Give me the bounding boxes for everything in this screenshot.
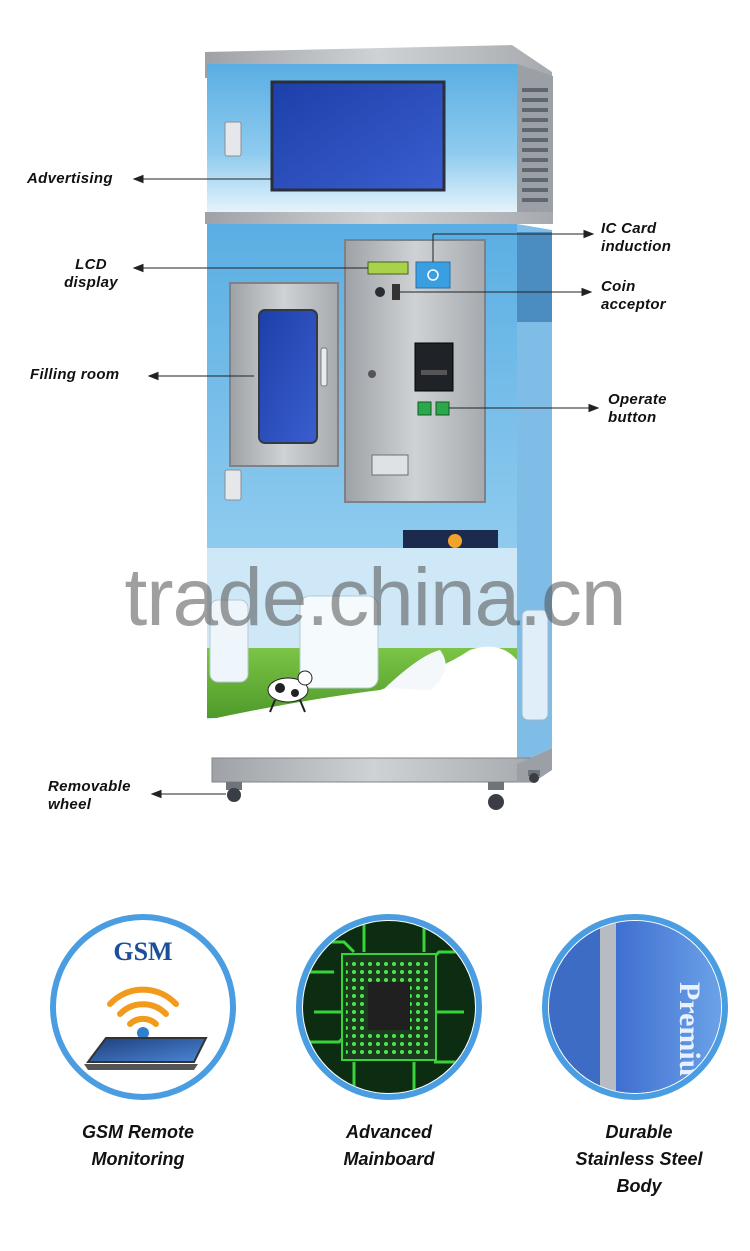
callout-lcd-display: LCD display	[59, 256, 123, 292]
callout-removable-wheel: Removable wheel	[48, 778, 131, 814]
feature-label-steel: Durable Stainless Steel Body	[529, 1119, 749, 1200]
coin-return	[371, 454, 409, 476]
svg-text:Premiu: Premiu	[673, 982, 706, 1076]
advertising-screen	[270, 80, 446, 192]
door-handle	[320, 347, 328, 387]
steel-panel-icon: Premiu	[542, 914, 728, 1100]
side-photo	[517, 232, 552, 322]
operate-button-right	[435, 401, 450, 416]
callout-operate-line2: button	[608, 409, 657, 426]
feature-gsm-line2: Monitoring	[91, 1149, 185, 1169]
side-vents	[522, 88, 548, 202]
wheel-left	[226, 782, 242, 802]
callout-operate-button: Operate button	[608, 391, 667, 427]
lower-lock	[224, 469, 242, 501]
machine-base	[211, 757, 535, 783]
filling-room-window	[258, 309, 318, 444]
gsm-wifi-tablet-icon: GSM	[50, 914, 236, 1100]
feature-label-gsm: GSM Remote Monitoring	[28, 1119, 248, 1173]
callout-lcd-line2: display	[64, 274, 118, 291]
feature-mainboard-line1: Advanced	[345, 1122, 433, 1142]
feature-steel-line2: Stainless Steel	[575, 1149, 703, 1169]
vending-machine-illustration	[132, 45, 600, 810]
wheel-rear	[528, 770, 540, 783]
callout-coin-acceptor: Coin acceptor	[601, 278, 666, 314]
ic-card-reader	[415, 261, 451, 289]
lcd-screen	[367, 261, 409, 275]
feature-label-mainboard: Advanced Mainboard	[279, 1119, 499, 1173]
callout-wheel-line2: wheel	[48, 796, 92, 813]
callout-coin-line2: acceptor	[601, 296, 666, 313]
svg-text:GSM: GSM	[113, 937, 172, 966]
callout-coin-line1: Coin	[601, 278, 636, 295]
watermark: trade.china.cn	[124, 552, 626, 643]
operate-button-left	[417, 401, 432, 416]
milk-glass-center	[299, 595, 379, 689]
feature-steel-line3: Body	[616, 1176, 662, 1196]
circuit-chip-icon	[296, 914, 482, 1100]
callout-wheel-line1: Removable	[48, 778, 131, 795]
feature-mainboard-line2: Mainboard	[343, 1149, 435, 1169]
callout-advertising-text: Advertising	[27, 170, 113, 187]
callout-ic-line2: induction	[601, 238, 672, 255]
callout-filling-room: Filling room	[30, 366, 119, 384]
callout-filling-room-text: Filling room	[30, 366, 120, 383]
callout-ic-card: IC Card induction	[601, 220, 671, 256]
callout-operate-line1: Operate	[608, 391, 667, 408]
bill-acceptor	[414, 342, 454, 392]
cabinet-lock	[224, 121, 242, 157]
callout-ic-line1: IC Card	[601, 220, 657, 237]
feature-gsm-line1: GSM Remote	[81, 1122, 195, 1142]
keyhole	[375, 287, 385, 297]
cow-figure	[267, 670, 313, 713]
cabinet-divider	[205, 212, 553, 224]
callout-advertising: Advertising	[27, 170, 113, 188]
feature-steel-line1: Durable	[605, 1122, 673, 1142]
callout-lcd-line1: LCD	[75, 256, 107, 273]
coin-slot	[392, 284, 400, 300]
wheel-right	[488, 782, 504, 810]
milk-glass-left	[209, 599, 249, 683]
